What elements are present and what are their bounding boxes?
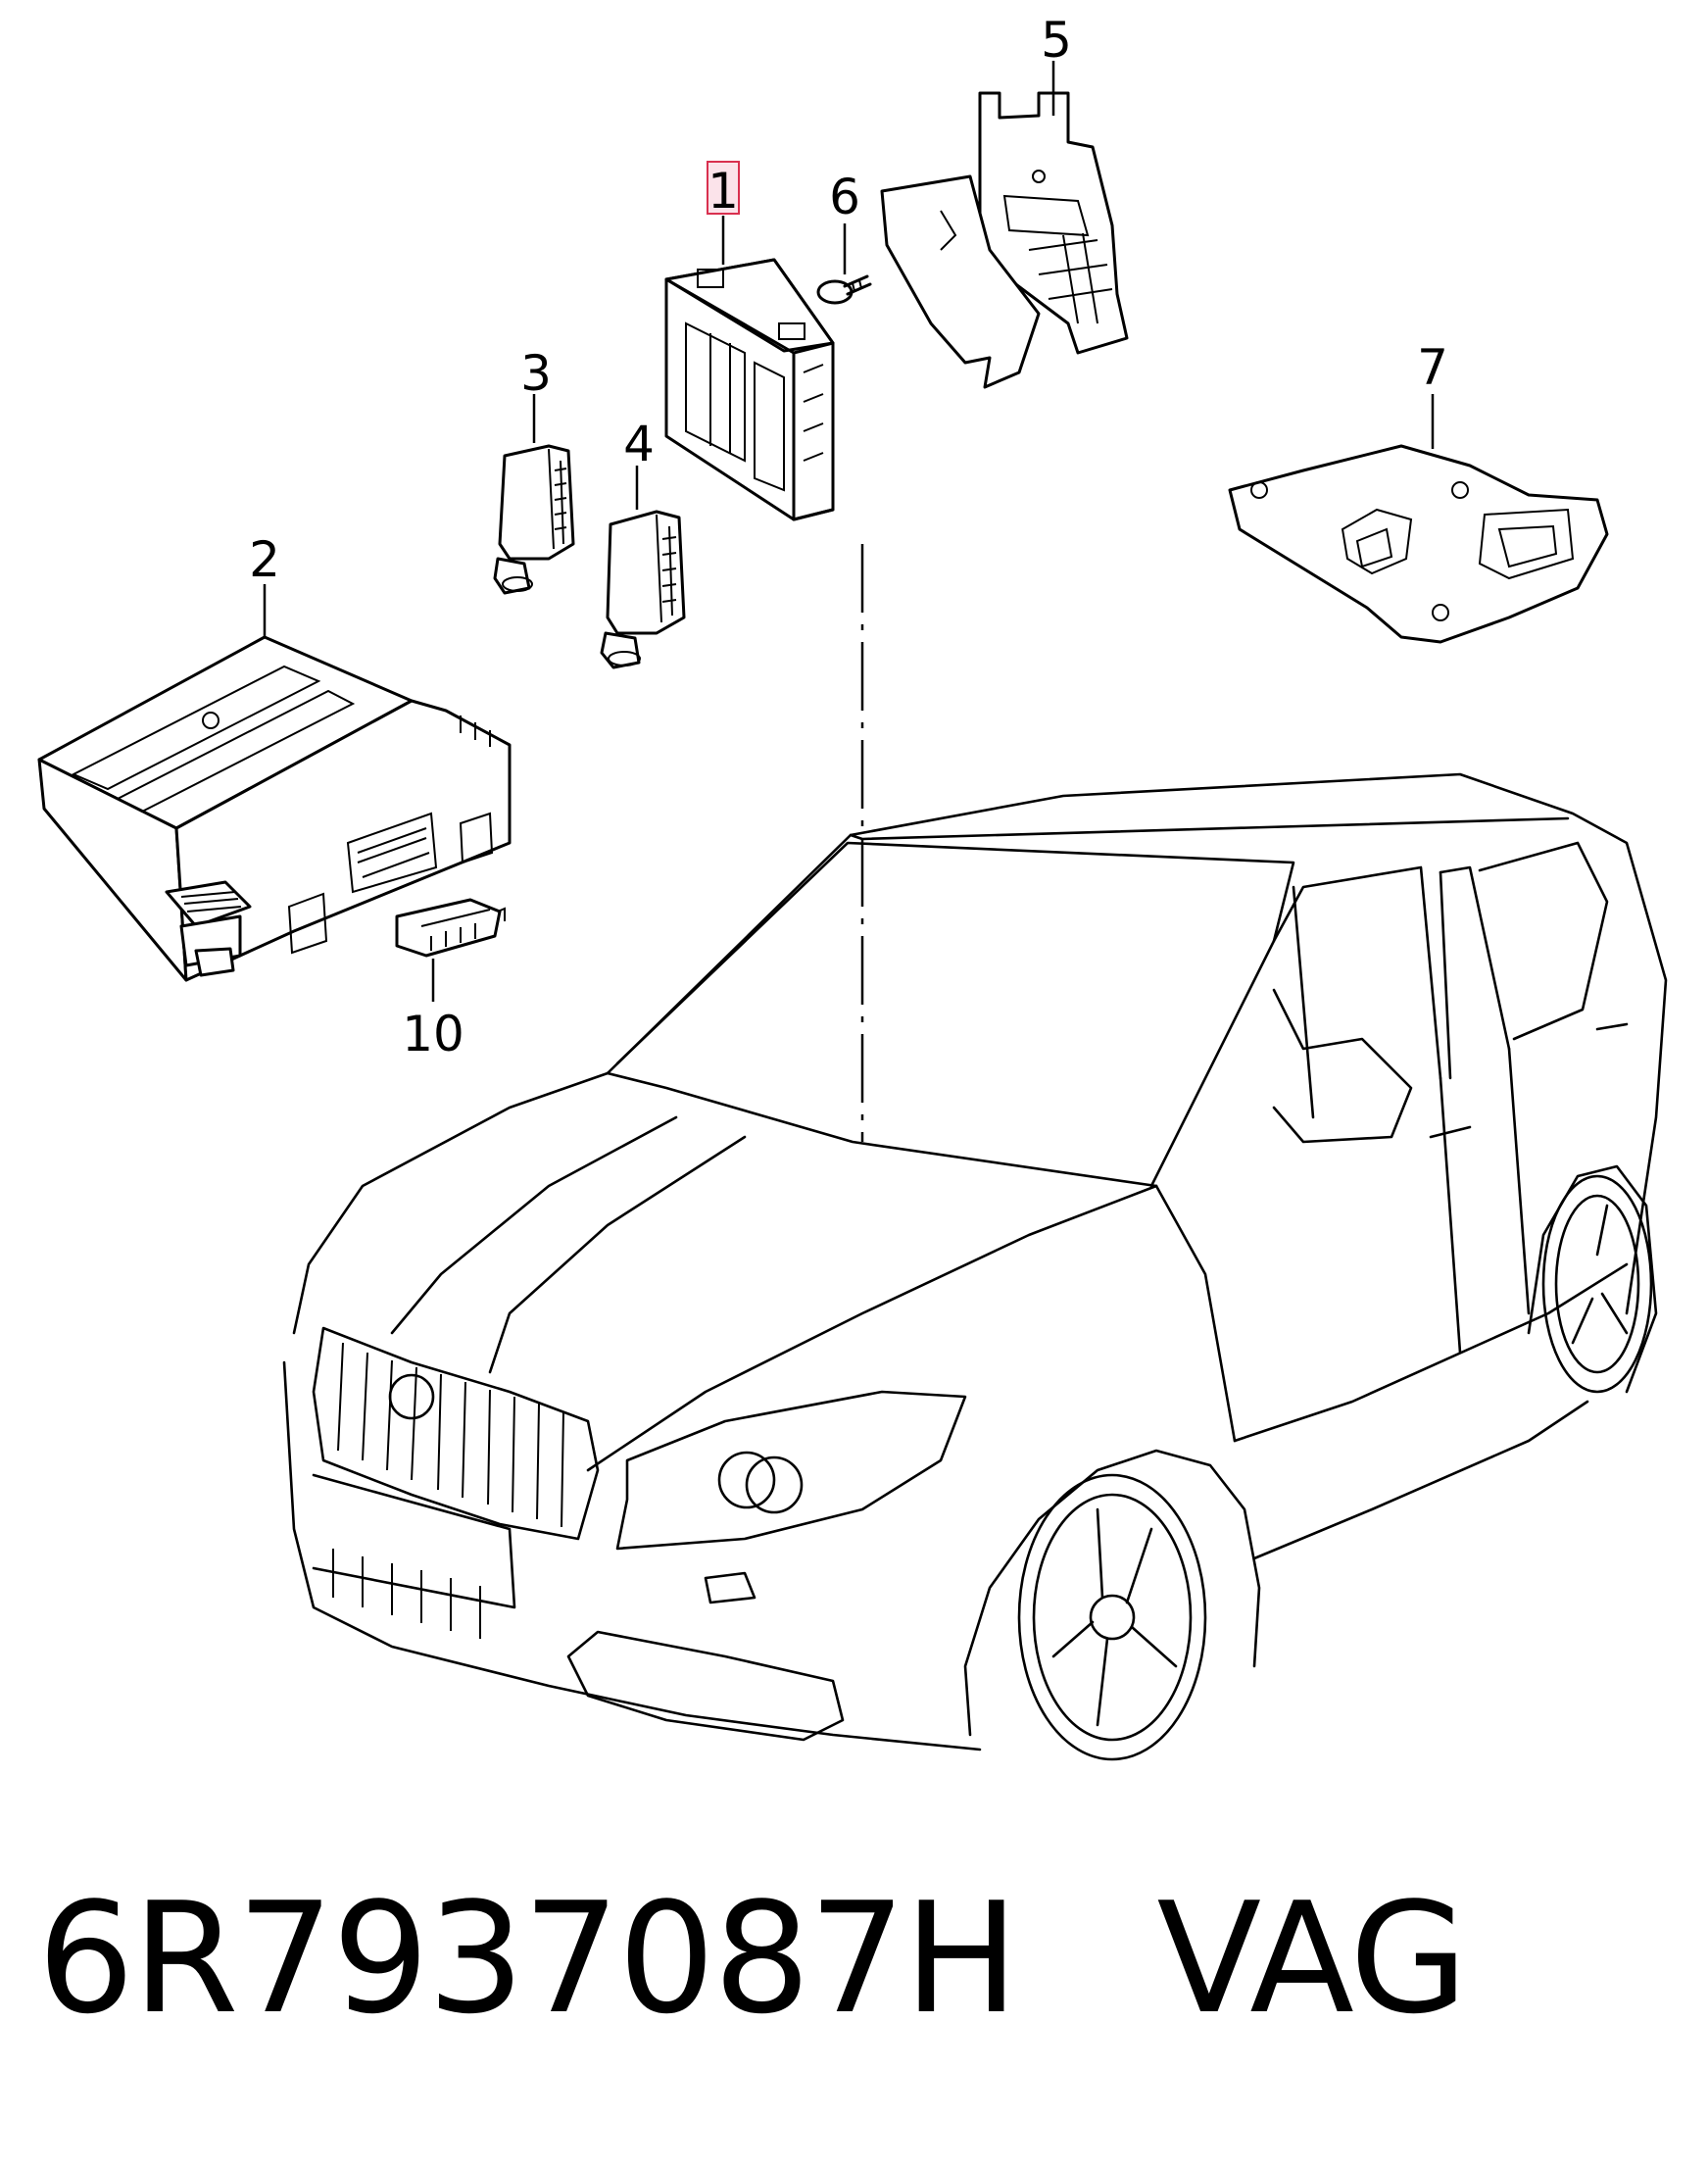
callout-1-highlight: [707, 161, 740, 215]
part-5-bracket[interactable]: [880, 91, 1129, 389]
part-number: 6R7937087H: [37, 1869, 1019, 2048]
callout-1[interactable]: 1: [708, 163, 739, 220]
brand-label: VAG: [1156, 1869, 1468, 2048]
callout-3[interactable]: 3: [520, 345, 552, 402]
callout-2[interactable]: 2: [249, 531, 280, 588]
part-3-connector[interactable]: [493, 444, 575, 595]
callout-6[interactable]: 6: [829, 169, 860, 225]
vehicle-illustration: [282, 772, 1668, 1761]
part-2-control-module[interactable]: [37, 635, 512, 982]
part-1-control-unit[interactable]: [664, 258, 835, 521]
callout-4[interactable]: 4: [623, 416, 655, 472]
part-number-footer: 6R7937087H VAG: [37, 1882, 1468, 2035]
part-7-plate[interactable]: [1228, 444, 1609, 644]
callout-7[interactable]: 7: [1417, 339, 1448, 396]
callout-10[interactable]: 10: [402, 1006, 464, 1062]
part-10-connector[interactable]: [395, 898, 506, 958]
part-6-screw[interactable]: [816, 274, 872, 305]
callout-5[interactable]: 5: [1041, 12, 1072, 69]
part-4-connector[interactable]: [600, 510, 686, 669]
